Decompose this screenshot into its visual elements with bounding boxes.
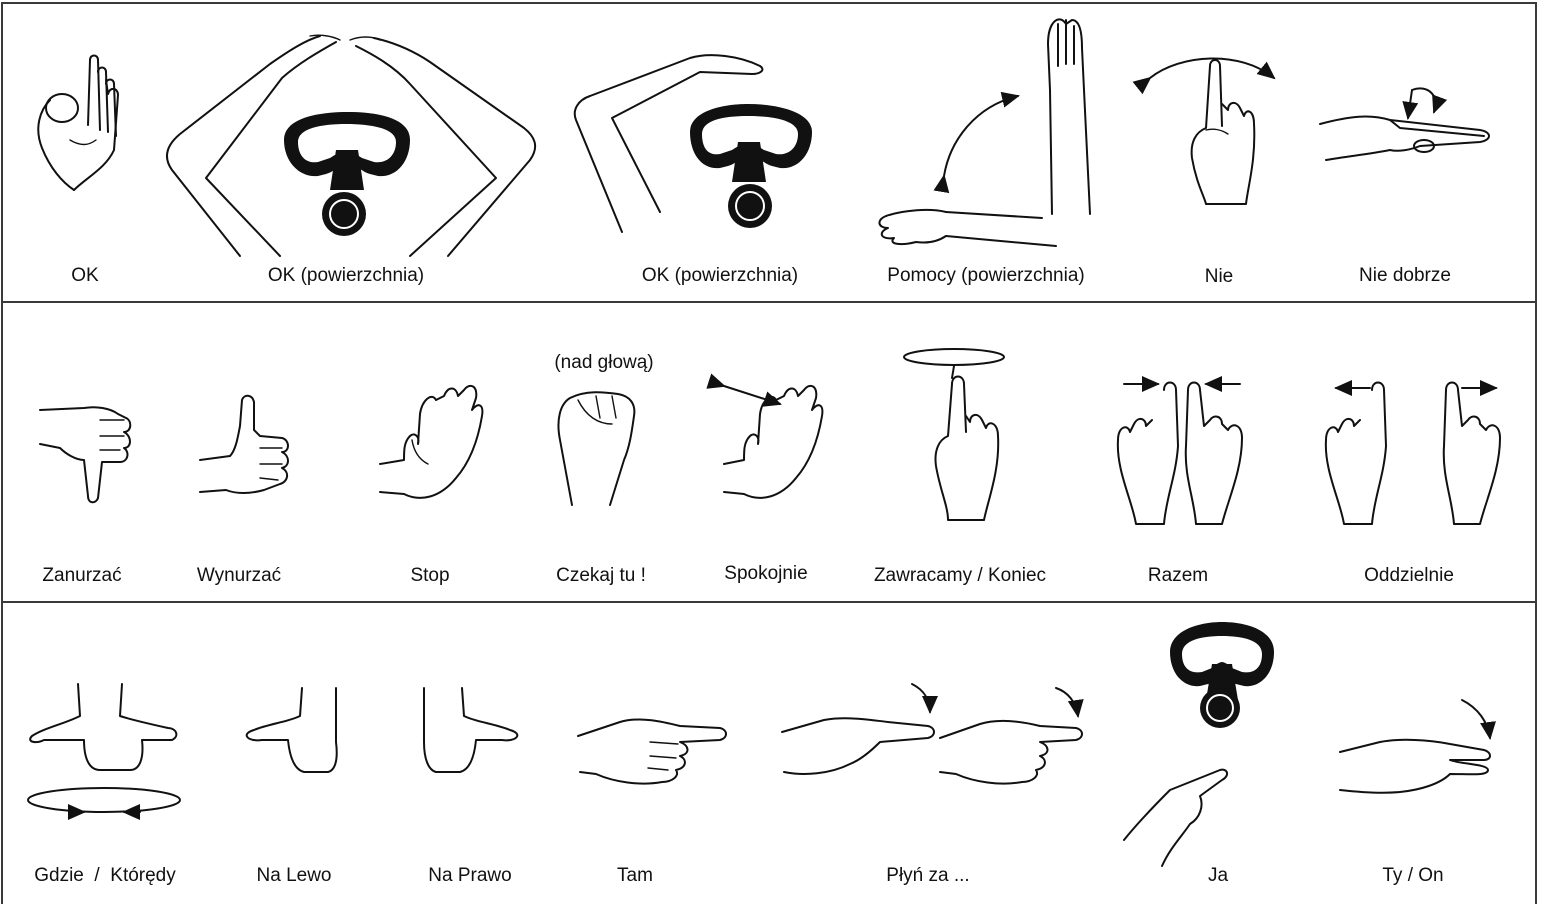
follow-me-icon xyxy=(782,684,1084,784)
signal-label-no: Nie xyxy=(1204,266,1234,287)
calm-hand-icon xyxy=(706,373,822,498)
fingers-together-icon xyxy=(1118,376,1242,525)
rocking-hand-icon xyxy=(1320,88,1489,160)
signal-label-ok-surface-one-arm: OK (powierzchnia) xyxy=(641,265,799,286)
pointing-at-self-icon xyxy=(1124,622,1274,866)
fingers-apart-icon xyxy=(1326,380,1500,525)
signal-label-wait-here: Czekaj tu ! xyxy=(556,565,646,586)
signal-label-help-surface: Pomocy (powierzchnia) xyxy=(887,265,1085,286)
signal-label-ok-surface-two-arms: OK (powierzchnia) xyxy=(267,265,425,286)
circling-finger-icon xyxy=(904,349,1004,520)
signal-label-left: Na Lewo xyxy=(256,865,332,886)
signal-label-together: Razem xyxy=(1147,565,1209,586)
waving-arm-icon xyxy=(879,19,1090,246)
flat-hand-icon xyxy=(380,386,482,498)
signal-note-above-head: (nad głową) xyxy=(554,352,654,373)
signal-label-calm: Spokojnie xyxy=(724,563,808,584)
signal-label-right: Na Prawo xyxy=(428,865,512,886)
signal-label-apart: Oddzielnie xyxy=(1364,565,1454,586)
wagging-finger-icon xyxy=(1132,58,1276,204)
signal-label-descend: Zanurzać xyxy=(42,565,122,586)
hand-pointing-right-icon xyxy=(424,688,517,772)
row-divider-1 xyxy=(1,301,1537,303)
both-hands-palms-up-icon xyxy=(28,684,180,820)
signal-label-stop: Stop xyxy=(410,565,450,586)
signal-label-where-which-way: Gdzie / Którędy xyxy=(34,865,176,886)
hand-pointing-left-icon xyxy=(247,688,337,772)
signal-label-ascend: Wynurzać xyxy=(196,565,282,586)
thumb-up-icon xyxy=(200,396,288,493)
thumb-down-icon xyxy=(40,407,130,502)
row-divider-2 xyxy=(1,601,1537,603)
signal-label-follow: Płyń za ... xyxy=(886,865,970,886)
signal-label-you-him: Ty / On xyxy=(1382,865,1444,886)
signal-label-me: Ja xyxy=(1207,865,1229,886)
ok-hand-icon xyxy=(38,56,118,191)
signal-label-not-ok: Nie dobrze xyxy=(1359,265,1451,286)
signal-label-turn-back-end: Zawracamy / Koniec xyxy=(873,565,1047,586)
signal-label-ok: OK xyxy=(71,265,99,286)
pointing-at-you-icon xyxy=(1340,700,1496,793)
two-arms-over-head-icon xyxy=(167,35,535,256)
fist-icon xyxy=(558,392,634,505)
one-arm-over-head-icon xyxy=(575,55,812,232)
signal-label-there: Tam xyxy=(617,865,653,886)
pointing-finger-icon xyxy=(578,719,726,783)
